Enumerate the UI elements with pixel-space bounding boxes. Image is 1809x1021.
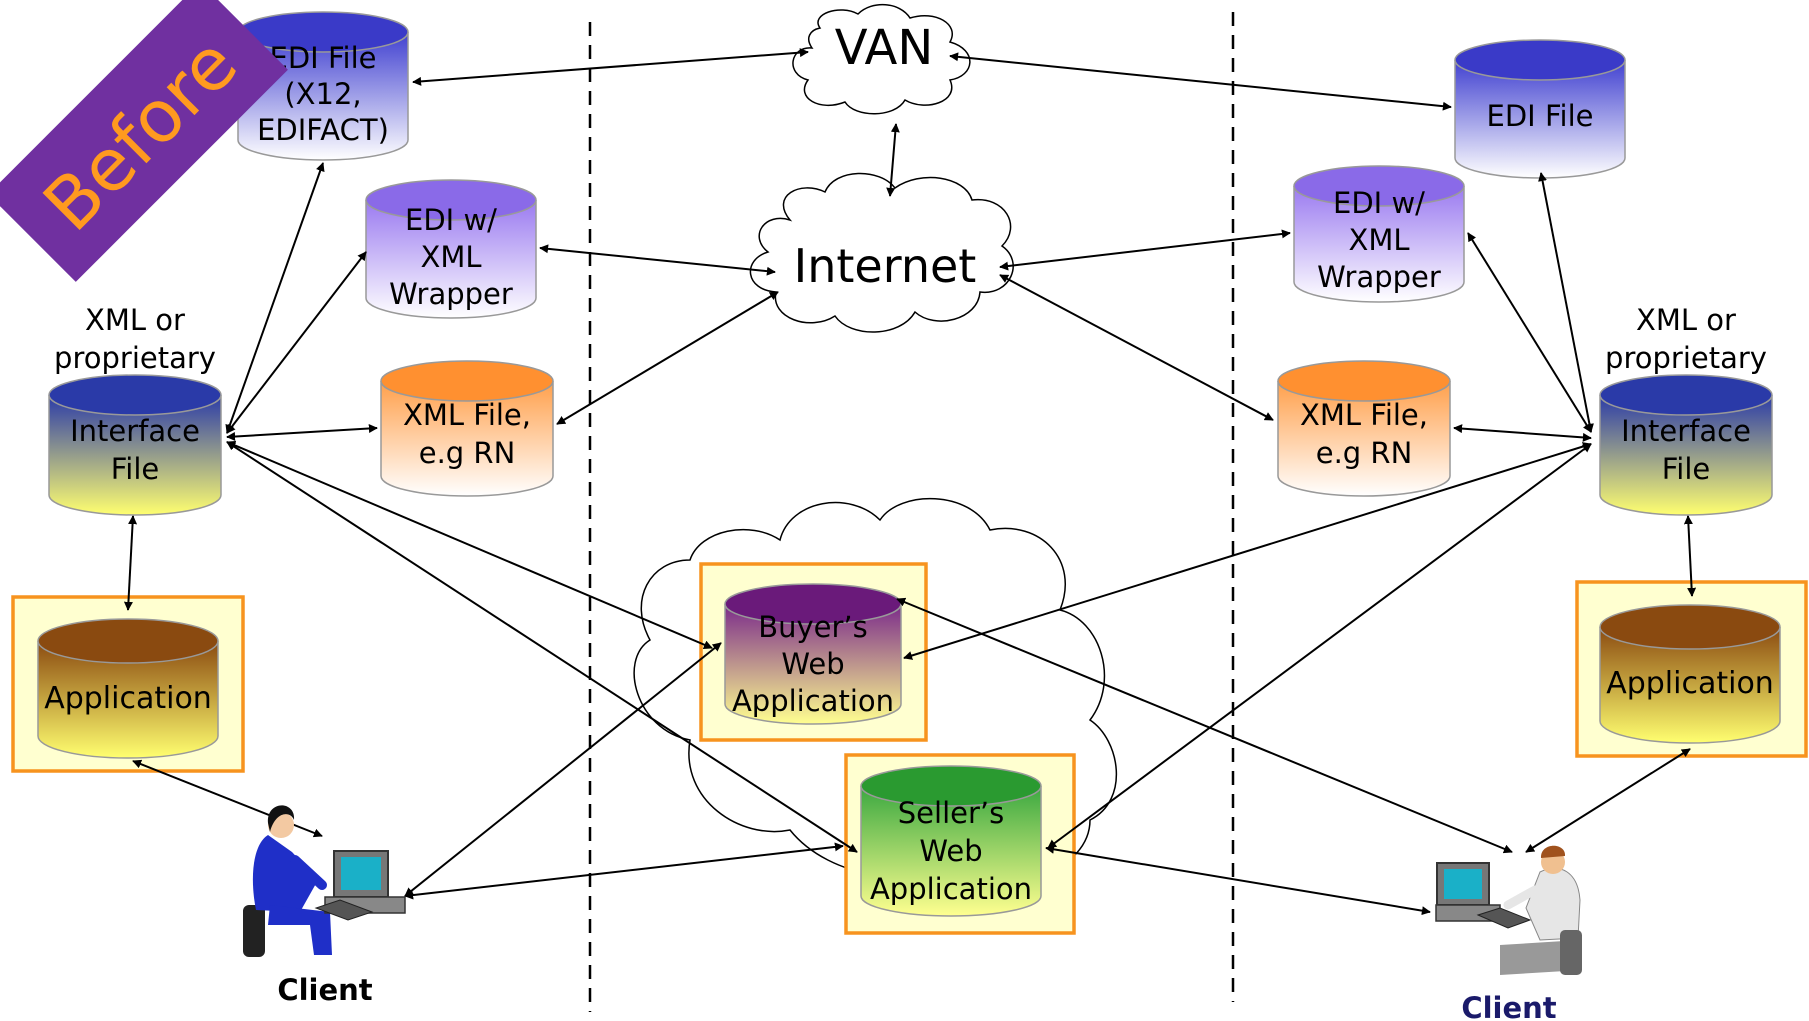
svg-text:Web: Web xyxy=(919,834,982,868)
connectors xyxy=(123,48,1697,916)
left-xml-file-cylinder: XML File, e.g RN xyxy=(380,360,554,497)
right-application-cylinder: Application xyxy=(1599,604,1781,744)
svg-text:File: File xyxy=(1662,452,1711,486)
right-client-figure xyxy=(1435,845,1582,975)
left-interface-caption: XML or proprietary xyxy=(54,303,216,375)
svg-text:XML File,: XML File, xyxy=(403,398,531,432)
arrow-leftiface-leftapp xyxy=(123,515,138,611)
arrow-internet-rightxml xyxy=(999,274,1274,421)
svg-text:File: File xyxy=(111,452,160,486)
van-label: VAN xyxy=(835,20,934,76)
svg-text:XML File,: XML File, xyxy=(1300,398,1428,432)
left-edi-xml-wrapper-cylinder: EDI w/ XML Wrapper xyxy=(365,179,537,319)
arrow-rightiface-rightwrapper xyxy=(1467,232,1592,433)
svg-text:proprietary: proprietary xyxy=(54,341,216,375)
arrow-leftclient-buyer xyxy=(404,642,722,897)
left-client-figure xyxy=(243,805,406,957)
internet-cloud xyxy=(749,172,1014,333)
right-client-label: Client xyxy=(1461,991,1556,1021)
svg-text:Application: Application xyxy=(732,684,894,718)
svg-text:e.g RN: e.g RN xyxy=(419,436,516,470)
arrow-leftiface-leftedi xyxy=(225,162,325,434)
svg-text:e.g RN: e.g RN xyxy=(1316,436,1413,470)
buyer-web-application-cylinder: Buyer’s Web Application xyxy=(724,583,902,725)
svg-text:Application: Application xyxy=(44,681,212,716)
internet-label: Internet xyxy=(794,239,977,293)
svg-text:Application: Application xyxy=(1606,666,1774,701)
svg-text:Interface: Interface xyxy=(70,414,200,448)
arrow-leftedi-van xyxy=(412,48,809,86)
svg-text:(X12,: (X12, xyxy=(284,77,361,111)
arrow-van-rightedi xyxy=(949,52,1452,111)
arrow-rightiface-rightapp xyxy=(1683,515,1697,597)
svg-text:EDI w/: EDI w/ xyxy=(1333,186,1425,220)
arrow-rightiface-seller xyxy=(1047,443,1592,849)
svg-text:Application: Application xyxy=(870,872,1032,906)
svg-text:Wrapper: Wrapper xyxy=(389,277,513,311)
right-interface-caption: XML or proprietary xyxy=(1605,303,1767,375)
svg-text:XML: XML xyxy=(420,240,481,274)
svg-text:Wrapper: Wrapper xyxy=(1317,260,1441,294)
svg-text:proprietary: proprietary xyxy=(1605,341,1767,375)
svg-text:EDI w/: EDI w/ xyxy=(405,203,497,237)
svg-text:Web: Web xyxy=(781,647,844,681)
svg-text:EDI File: EDI File xyxy=(1487,99,1594,133)
arrow-rightapp-rightclient xyxy=(1525,748,1691,853)
right-interface-file-cylinder: Interface File xyxy=(1599,374,1773,516)
arrow-leftxml-internet xyxy=(556,291,779,425)
left-client-label: Client xyxy=(277,973,372,1007)
svg-text:XML or: XML or xyxy=(1636,303,1736,337)
right-edi-xml-wrapper-cylinder: EDI w/ XML Wrapper xyxy=(1293,165,1465,303)
arrow-leftclient-seller xyxy=(404,842,844,900)
svg-text:Seller’s: Seller’s xyxy=(898,796,1004,830)
arrow-internet-rightwrapper xyxy=(999,229,1291,271)
svg-text:Buyer’s: Buyer’s xyxy=(758,610,868,644)
arrow-seller-rightclient xyxy=(1045,844,1431,916)
right-edi-file-cylinder: EDI File xyxy=(1454,39,1626,179)
left-interface-file-cylinder: Interface File xyxy=(48,374,222,516)
arrow-rightiface-rightxml xyxy=(1453,424,1592,442)
svg-text:XML or: XML or xyxy=(85,303,185,337)
arrow-leftiface-leftxml xyxy=(226,423,378,442)
right-xml-file-cylinder: XML File, e.g RN xyxy=(1277,360,1451,497)
arrow-leftwrapper-internet xyxy=(539,244,776,276)
seller-web-application-cylinder: Seller’s Web Application xyxy=(860,765,1042,917)
svg-text:XML: XML xyxy=(1348,223,1409,257)
left-application-cylinder: Application xyxy=(37,618,219,759)
arrow-buyer-rightclient xyxy=(896,597,1513,854)
arrow-leftiface-leftwrapper xyxy=(226,251,367,434)
arrow-van-internet xyxy=(886,123,900,197)
svg-text:Interface: Interface xyxy=(1621,414,1751,448)
svg-text:EDIFACT): EDIFACT) xyxy=(257,113,389,147)
